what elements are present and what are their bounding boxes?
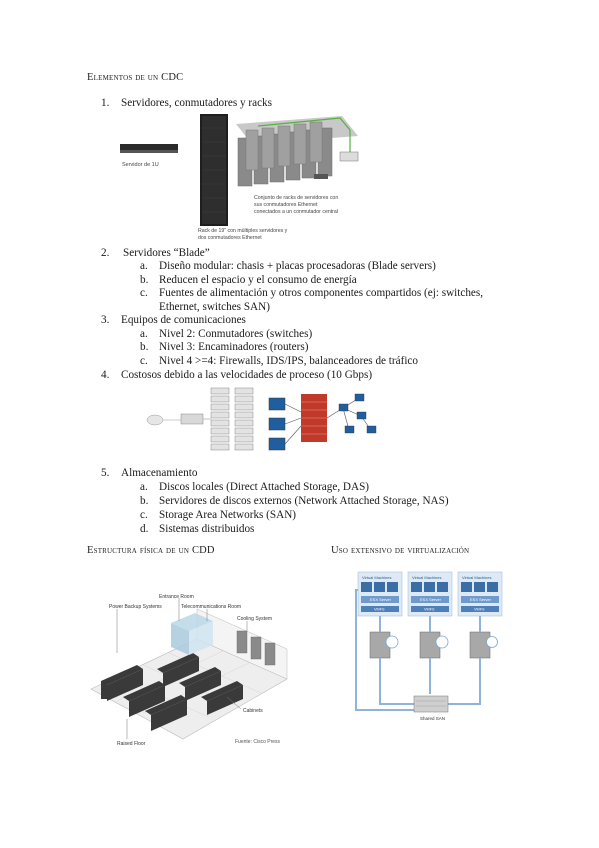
svg-text:VMFS: VMFS: [424, 608, 435, 612]
section-heading-elementos: Elementos de un CDC: [87, 72, 184, 83]
svg-text:Shared SAN: Shared SAN: [420, 716, 445, 721]
figure-datacenter-layout: Power Backup Systems Entrance Room Telec…: [87, 593, 292, 751]
svg-text:Rack de 19" con múltiples serv: Rack de 19" con múltiples servidores y: [198, 228, 288, 234]
svg-text:Power Backup Systems: Power Backup Systems: [109, 604, 162, 610]
section-heading-virtualizacion: Uso extensivo de virtualización: [331, 545, 470, 556]
svg-text:Servidor de 1U: Servidor de 1U: [122, 162, 159, 168]
svg-text:ESX Server: ESX Server: [470, 597, 492, 602]
svg-text:Fuente: Cisco Press: Fuente: Cisco Press: [235, 739, 281, 745]
svg-text:ESX Server: ESX Server: [370, 597, 392, 602]
svg-text:Conjunto de racks de servidore: Conjunto de racks de servidores con: [254, 195, 338, 201]
svg-text:ESX Server: ESX Server: [420, 597, 442, 602]
sub-list-item-continuation: Ethernet, switches SAN): [159, 301, 270, 313]
svg-text:Cooling System: Cooling System: [237, 616, 272, 622]
svg-text:Virtual Machines: Virtual Machines: [462, 575, 492, 580]
section-heading-estructura: Estructura física de un CDD: [87, 545, 215, 556]
svg-text:Telecommunications Room: Telecommunications Room: [181, 604, 241, 610]
figure-network-equipment: [143, 382, 383, 464]
svg-text:sus conmutadores Ethernet: sus conmutadores Ethernet: [254, 202, 318, 208]
svg-text:Virtual Machines: Virtual Machines: [412, 575, 442, 580]
svg-text:VMFS: VMFS: [374, 608, 385, 612]
svg-text:Entrance Room: Entrance Room: [159, 594, 194, 600]
svg-text:Raised Floor: Raised Floor: [117, 741, 146, 747]
figure-servers-racks: Servidor de 1U Rack de 19" con múltiples…: [118, 108, 374, 246]
figure-virtualization: Virtual Machines Virtual Machines Virtua…: [354, 570, 506, 722]
svg-text:VMFS: VMFS: [474, 608, 485, 612]
svg-text:Cabinets: Cabinets: [243, 708, 263, 714]
svg-text:Virtual Machines: Virtual Machines: [362, 575, 392, 580]
svg-text:dos conmutadores Ethernet: dos conmutadores Ethernet: [198, 235, 262, 241]
svg-text:conectados a un conmutador cen: conectados a un conmutador central: [254, 209, 338, 215]
